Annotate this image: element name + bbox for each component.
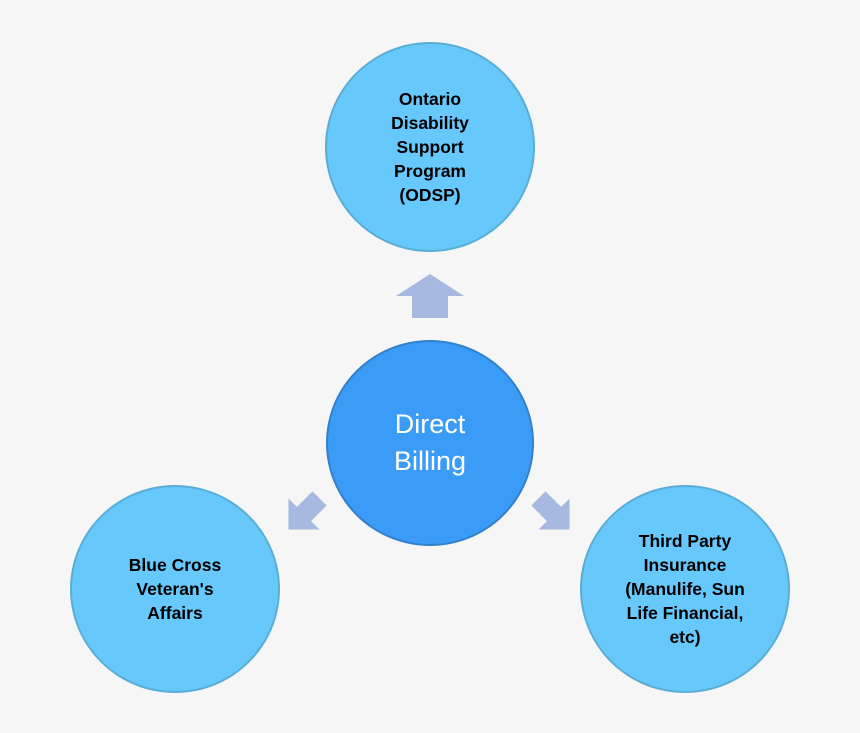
direct-billing-label-line-2: Billing [393, 446, 467, 476]
odsp-label-line-3: Support [396, 137, 464, 157]
arrow-down-right-icon [531, 491, 570, 530]
blue-cross-circle: Blue Cross Veteran's Affairs [70, 485, 280, 693]
blue-cross-label-line-3: Affairs [147, 603, 203, 623]
direct-billing-label-line-1: Direct [394, 409, 466, 439]
third-party-label-line-5: etc) [669, 627, 701, 647]
odsp-circle: Ontario Disability Support Program (ODSP… [325, 42, 535, 252]
third-party-label-line-4: Life Financial, [626, 603, 744, 623]
odsp-label-line-1: Ontario [398, 89, 462, 109]
odsp-label-line-4: Program [394, 161, 466, 181]
third-party-label-line-1: Third Party [638, 531, 732, 551]
direct-billing-circle: Direct Billing [326, 340, 534, 546]
odsp-label-line-2: Disability [391, 113, 469, 133]
odsp-label-line-5: (ODSP) [399, 185, 461, 205]
arrow-up-icon [396, 274, 464, 318]
blue-cross-label-line-2: Veteran's [136, 579, 214, 599]
third-party-insurance-circle: Third Party Insurance (Manulife, Sun Lif… [580, 485, 790, 693]
third-party-label-line-2: Insurance [643, 555, 727, 575]
arrow-down-left-icon [288, 491, 327, 530]
blue-cross-label-line-1: Blue Cross [128, 555, 222, 575]
third-party-label-line-3: (Manulife, Sun [625, 579, 745, 599]
